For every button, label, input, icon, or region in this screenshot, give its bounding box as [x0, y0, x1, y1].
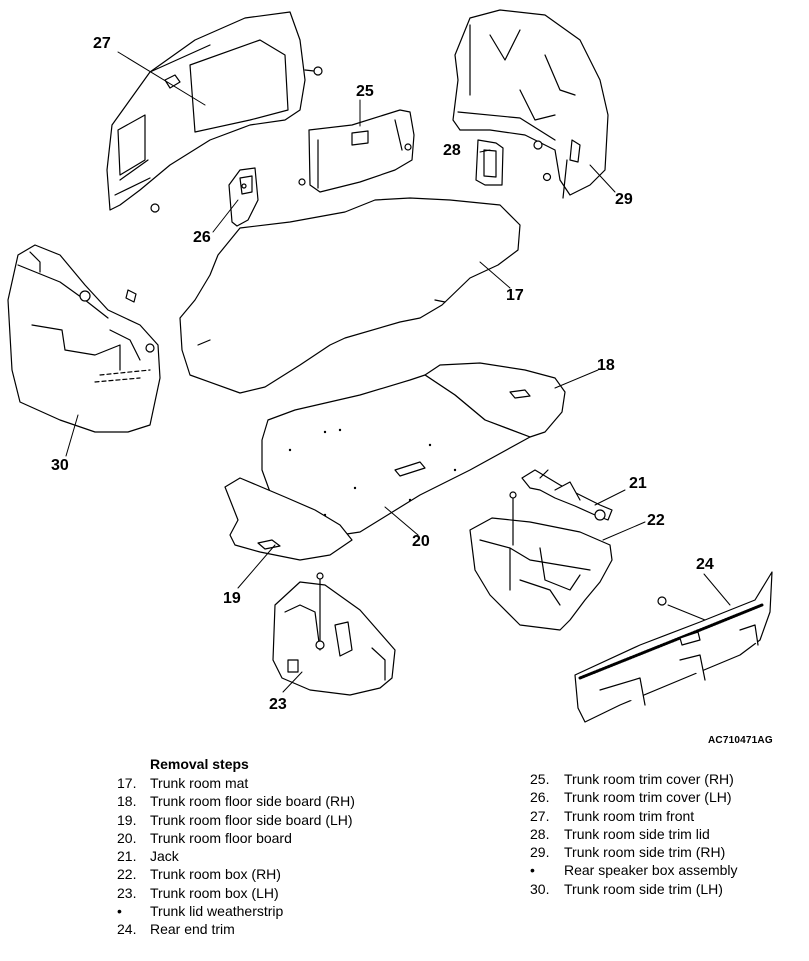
list-item: 23. Trunk room box (LH) [117, 884, 417, 902]
callout-22: 22 [647, 512, 665, 529]
exploded-parts-diagram [7, 9, 773, 723]
removal-steps-left-list: 17. Trunk room mat 18. Trunk room floor si… [117, 774, 417, 939]
step-text: Trunk room side trim (LH) [564, 880, 723, 897]
callout-19: 19 [223, 590, 241, 607]
list-item: • Trunk lid weatherstrip [117, 902, 417, 920]
figure-code: AC710471AG [708, 735, 773, 746]
list-item: 21. Jack [117, 847, 417, 865]
part-24-rear-end-trim [574, 571, 773, 723]
step-text: Trunk room floor board [150, 829, 292, 846]
part-25-trim-cover-rh [298, 109, 415, 193]
step-number: 26. [530, 789, 550, 806]
part-21-jack [521, 469, 613, 521]
callout-21: 21 [629, 475, 647, 492]
part-17-trunk-room-mat [179, 197, 521, 394]
list-item: 26. Trunk room trim cover (LH) [530, 788, 800, 806]
part-30-side-trim-lh [7, 244, 161, 433]
callout-23: 23 [269, 696, 287, 713]
callout-18: 18 [597, 357, 615, 374]
step-number: 18. [117, 793, 137, 810]
part-26-trim-cover-lh [228, 167, 259, 227]
step-text: Trunk lid weatherstrip [150, 903, 284, 920]
list-item: 20. Trunk room floor board [117, 829, 417, 847]
part-27-trim-front [106, 11, 323, 213]
list-item: 28. Trunk room side trim lid [530, 825, 800, 843]
step-text: Rear end trim [150, 921, 235, 938]
step-text: Trunk room side trim lid [564, 825, 710, 842]
part-28-side-trim-lid [475, 139, 504, 186]
callout-17: 17 [506, 287, 524, 304]
step-number: 19. [117, 811, 137, 828]
callout-25: 25 [356, 83, 374, 100]
list-item: 27. Trunk room trim front [530, 807, 800, 825]
list-item: 24. Rear end trim [117, 920, 417, 938]
callout-27: 27 [93, 35, 111, 52]
step-number: 29. [530, 844, 550, 861]
list-item: 18. Trunk room floor side board (RH) [117, 792, 417, 810]
step-text: Trunk room floor side board (LH) [150, 811, 353, 828]
step-text: Trunk room mat [150, 775, 249, 791]
step-text: Trunk room box (LH) [150, 884, 279, 901]
removal-steps-title: Removal steps [150, 756, 249, 772]
part-18-floor-side-board-rh [424, 362, 566, 438]
step-number: 17. [117, 775, 137, 791]
step-text: Trunk room trim cover (RH) [564, 771, 734, 787]
step-number: 25. [530, 771, 550, 787]
step-number: 24. [117, 921, 137, 938]
part-29-side-trim-rh [452, 9, 609, 199]
part-20-floor-board [261, 374, 531, 536]
list-item: 29. Trunk room side trim (RH) [530, 843, 800, 861]
part-23-trunk-room-box-lh [272, 572, 396, 696]
bullet-marker: • [530, 862, 535, 879]
list-item: 30. Trunk room side trim (LH) [530, 880, 800, 898]
callout-26: 26 [193, 229, 211, 246]
list-item: 19. Trunk room floor side board (LH) [117, 811, 417, 829]
callout-29: 29 [615, 191, 633, 208]
step-text: Jack [150, 848, 179, 865]
callout-30: 30 [51, 457, 69, 474]
step-text: Rear speaker box assembly [564, 862, 738, 879]
step-text: Trunk room box (RH) [150, 866, 281, 883]
part-19-floor-side-board-lh [224, 477, 353, 561]
list-item: 17. Trunk room mat [117, 774, 417, 792]
step-number: 30. [530, 880, 550, 897]
step-number: 22. [117, 866, 137, 883]
removal-steps-right-list: 25. Trunk room trim cover (RH) 26. Trunk r… [530, 770, 800, 898]
step-number: 21. [117, 848, 137, 865]
list-item: 22. Trunk room box (RH) [117, 865, 417, 883]
bullet-marker: • [117, 903, 122, 920]
callout-24: 24 [696, 556, 714, 573]
step-text: Trunk room floor side board (RH) [150, 793, 355, 810]
step-text: Trunk room trim cover (LH) [564, 789, 732, 806]
list-item: • Rear speaker box assembly [530, 861, 800, 879]
step-text: Trunk room side trim (RH) [564, 844, 726, 861]
step-text: Trunk room trim front [564, 807, 695, 824]
list-item: 25. Trunk room trim cover (RH) [530, 770, 800, 788]
step-number: 27. [530, 807, 550, 824]
callout-20: 20 [412, 533, 430, 550]
step-number: 28. [530, 825, 550, 842]
callout-28: 28 [443, 142, 461, 159]
step-number: 23. [117, 884, 137, 901]
step-number: 20. [117, 829, 137, 846]
part-22-trunk-room-box-rh [469, 491, 613, 631]
